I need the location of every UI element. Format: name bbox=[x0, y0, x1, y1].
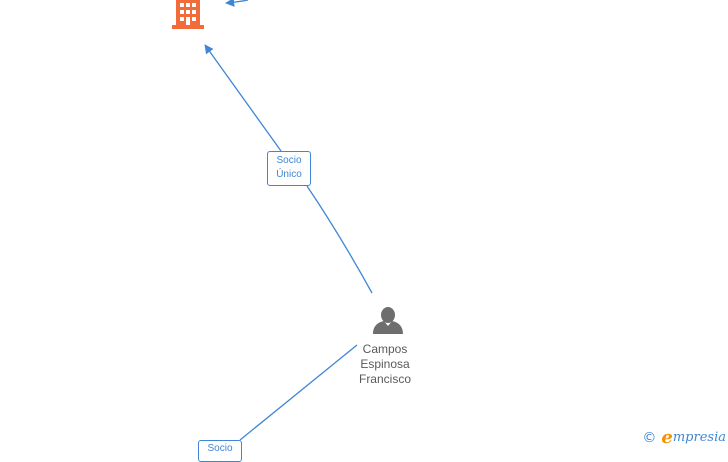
person-name-line-3: Francisco bbox=[358, 372, 411, 386]
person-name-line-2: Espinosa bbox=[360, 357, 410, 371]
building-icon[interactable] bbox=[172, 0, 204, 29]
watermark-logo: © e mpresia bbox=[642, 427, 726, 448]
edge-incoming-top bbox=[225, 0, 249, 7]
edge-label-line-1: Socio bbox=[207, 443, 233, 454]
person-name[interactable]: Campos Espinosa Francisco bbox=[340, 342, 430, 387]
edge-socio-unico-lower bbox=[306, 185, 373, 294]
relationship-graph bbox=[172, 0, 403, 441]
edge-label-line-1: Socio bbox=[276, 155, 302, 166]
brand-initial: e bbox=[661, 427, 673, 448]
copyright-icon: © bbox=[642, 429, 657, 446]
edge-socio-lower bbox=[239, 344, 358, 441]
edge-label-line-2: Único bbox=[276, 169, 302, 180]
edge-label-socio-unico[interactable]: Socio Único bbox=[267, 151, 311, 186]
person-icon[interactable] bbox=[373, 307, 403, 334]
edge-label-socio[interactable]: Socio bbox=[198, 440, 242, 462]
person-name-line-1: Campos bbox=[362, 342, 408, 356]
edge-socio-unico-upper bbox=[204, 44, 282, 152]
brand-name: mpresia bbox=[672, 430, 726, 445]
